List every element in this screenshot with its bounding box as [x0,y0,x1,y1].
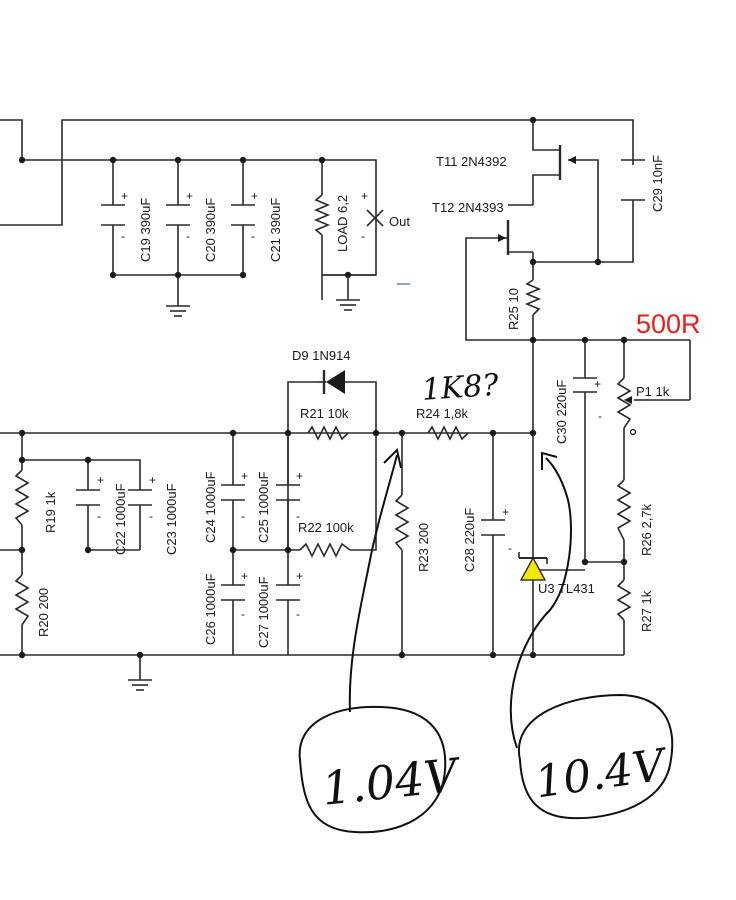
label-c25: C25 1000uF [256,471,271,543]
label-r23: R23 200 [416,523,431,572]
label-c28: C28 220uF [462,508,477,572]
label-r20: R20 200 [36,588,51,637]
component-labels: T11 2N4392 T12 2N4393 C29 10nF C19 390uF… [36,154,670,648]
resistor-r21 [307,425,349,441]
label-u3: U3 TL431 [538,581,595,596]
capacitor-c29 [621,159,645,201]
transistor-t11 [558,145,576,180]
label-c30: C30 220uF [554,380,569,444]
resistor-r23 [394,494,410,551]
svg-text:+: + [594,377,601,391]
capacitor-c27 [276,584,300,601]
junction-dots [18,116,628,659]
svg-text:+: + [241,469,248,483]
label-r21: R21 10k [300,406,349,421]
annotation-circle-left [298,705,447,834]
svg-text:-: - [121,229,125,243]
annotation-voltage-left: 1.04V [319,747,464,815]
svg-text:+: + [502,505,509,519]
label-c26: C26 1000uF [203,573,218,645]
resistor-r19 [14,469,30,526]
capacitor-c21 [231,204,255,226]
resistor-r20 [14,574,30,626]
svg-text:-: - [296,607,300,621]
label-r24: R24 1,8k [416,406,469,421]
polarity-marks: + - + - + - + - + - + - + - + - + - + - + - + - [97,189,602,621]
resistor-load [313,194,331,236]
resistor-r27 [616,579,632,621]
shunt-regulator-u3 [518,552,548,581]
svg-text:-: - [296,509,300,523]
label-load: LOAD 6,2 [335,195,350,252]
label-c21: C21 390uF [268,198,283,262]
label-c20: C20 390uF [203,198,218,262]
svg-text:-: - [361,229,365,243]
svg-text:-: - [241,509,245,523]
label-t12: T12 2N4393 [432,200,504,215]
annotation-500r: 500R [636,309,701,339]
potentiometer-p1 [616,377,650,436]
svg-text:-: - [97,509,101,523]
svg-text:+: + [186,189,193,203]
output-terminal [366,209,384,227]
transistor-t12 [498,220,510,255]
label-d9: D9 1N914 [292,348,351,363]
label-t11: T11 2N4392 [436,154,507,169]
capacitor-c28 [481,519,505,536]
label-c23: C23 1000uF [164,483,179,555]
svg-text:-: - [186,229,190,243]
svg-text:-: - [508,541,512,555]
label-c22: C22 1000uF [113,483,128,555]
resistor-r26 [616,479,632,541]
capacitor-c24 [221,484,245,501]
svg-text:+: + [97,473,104,487]
annotation-circle-right [517,693,674,820]
label-r26: R26 2,7k [639,503,654,556]
svg-text:+: + [241,569,248,583]
annotation-arrow-left [348,448,402,713]
capacitor-c30 [573,377,597,393]
ground-symbol-top [166,300,190,317]
label-r25: R25 10 [506,288,521,330]
label-c27: C27 1000uF [256,576,271,648]
capacitor-c25 [276,484,300,501]
label-r27: R27 1k [639,590,654,632]
capacitor-c23 [128,489,152,506]
annotation-voltage-right: 10.4V [532,739,672,808]
label-c24: C24 1000uF [203,471,218,543]
capacitor-c19 [101,204,125,226]
svg-text:+: + [149,473,156,487]
svg-text:-: - [241,607,245,621]
diode-d9 [318,370,345,394]
annotation-arrow-right [509,451,572,749]
resistor-r24 [427,425,469,441]
label-c19: C19 390uF [138,198,153,262]
capacitor-c26 [221,584,245,601]
label-p1: P1 1k [636,384,670,399]
svg-text:-: - [598,409,602,423]
svg-text:+: + [361,189,368,203]
svg-text:+: + [296,569,303,583]
resistor-r22 [299,542,351,558]
label-out: Out [389,214,410,229]
resistor-r25 [524,279,542,316]
label-r22: R22 100k [298,520,354,535]
svg-text:+: + [121,189,128,203]
ground-symbol-bottom [128,679,152,691]
svg-text:+: + [296,469,303,483]
capacitor-c22 [76,489,100,506]
ground-symbol-load [336,275,360,311]
svg-text:-: - [251,229,255,243]
annotation-1k8: 1K8? [421,368,501,408]
label-r19: R19 1k [43,491,58,533]
capacitor-c20 [166,204,190,226]
label-c29: C29 10nF [650,155,665,212]
svg-text:+: + [251,189,258,203]
svg-text:-: - [149,509,153,523]
